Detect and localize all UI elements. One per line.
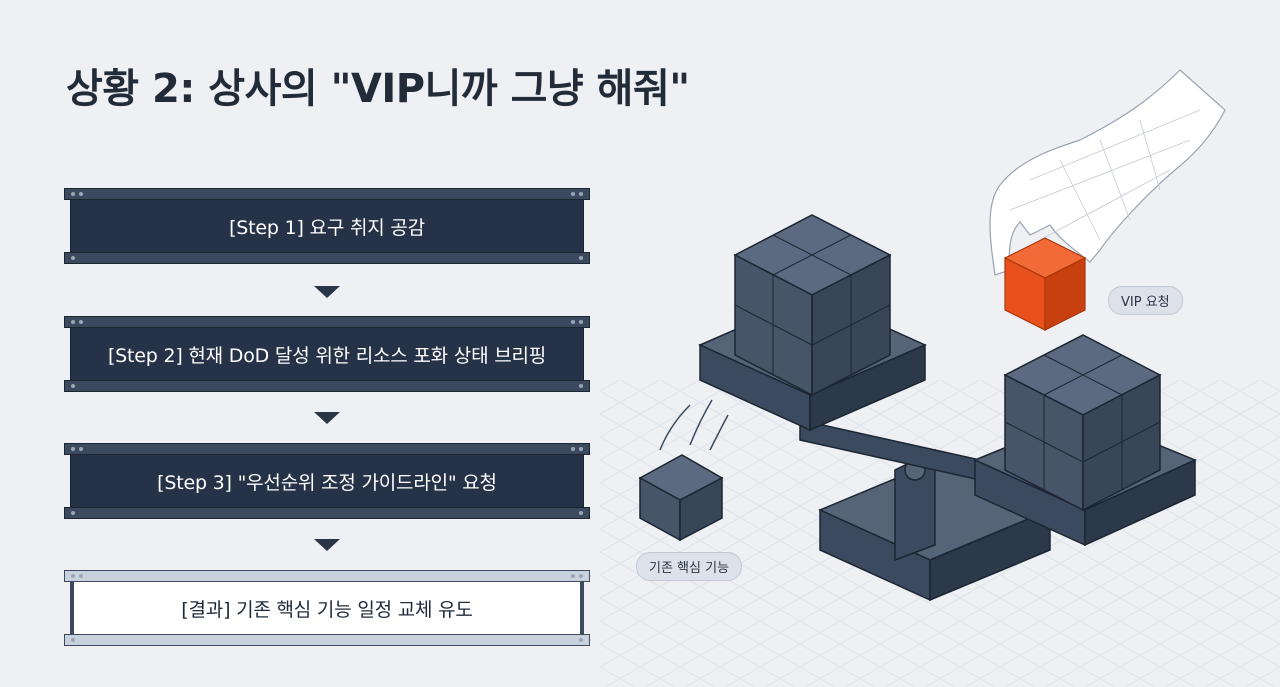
arrow-down-icon <box>314 539 340 551</box>
scale-beam <box>799 419 981 481</box>
vip-request-label: VIP 요청 <box>1108 286 1183 315</box>
scale-illustration <box>638 69 1226 602</box>
step-3-label: [Step 3] "우선순위 조정 가이드라인" 요청 <box>157 471 497 494</box>
hand-icon <box>989 69 1226 276</box>
step-3-beam: [Step 3] "우선순위 조정 가이드라인" 요청 <box>64 443 590 519</box>
page-title: 상황 2: 상사의 "VIP니까 그냥 해줘" <box>66 66 690 112</box>
step-2-label: [Step 2] 현재 DoD 달성 위한 리소스 포화 상태 브리핑 <box>107 344 547 367</box>
arrow-down-icon <box>314 412 340 424</box>
arrow-down-icon <box>314 286 340 298</box>
result-beam: [결과] 기존 핵심 기능 일정 교체 유도 <box>64 570 590 646</box>
left-block-stack <box>733 214 892 397</box>
falling-block <box>638 399 729 542</box>
step-2-beam: [Step 2] 현재 DoD 달성 위한 리소스 포화 상태 브리핑 <box>64 316 590 392</box>
right-block-stack <box>1003 334 1162 512</box>
step-1-label: [Step 1] 요구 취지 공감 <box>229 216 425 239</box>
step-1-beam: [Step 1] 요구 취지 공감 <box>64 188 590 264</box>
vip-block <box>1003 237 1087 331</box>
result-label: [결과] 기존 핵심 기능 일정 교체 유도 <box>181 598 473 621</box>
core-feature-label: 기존 핵심 기능 <box>636 552 743 581</box>
